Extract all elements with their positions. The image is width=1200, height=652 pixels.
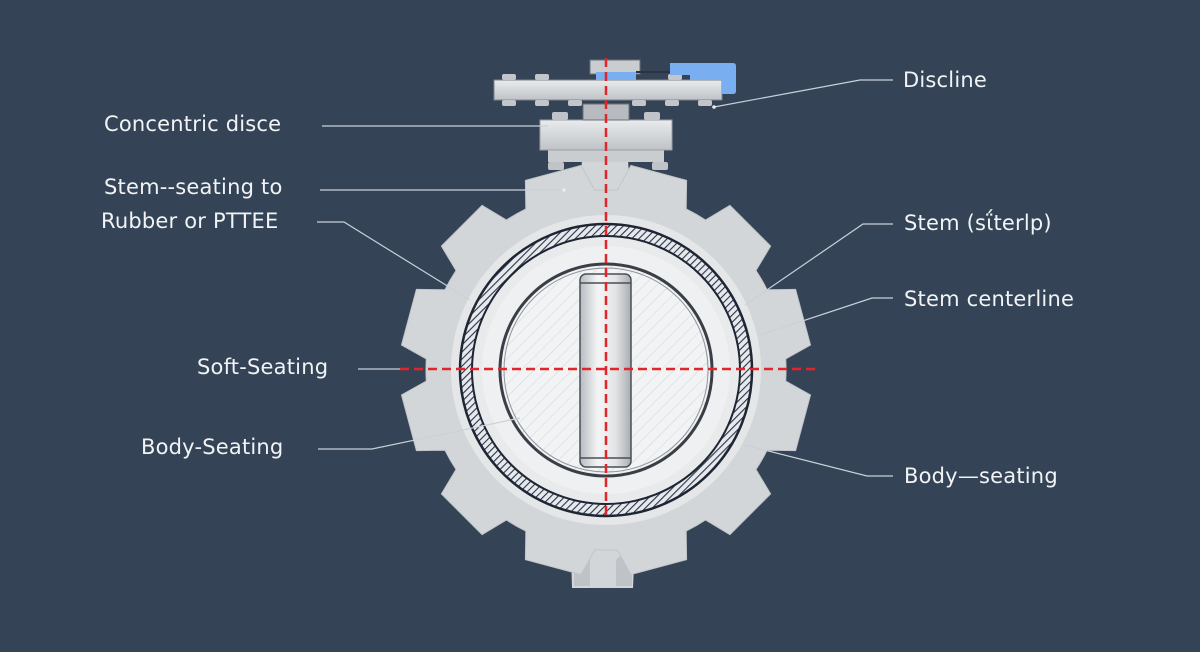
label-soft-seating: Soft-Seating [197, 355, 329, 379]
top-flange [539, 103, 673, 170]
label-discline: Discline [903, 68, 987, 92]
leader-body-seating-right [744, 444, 893, 477]
leader-stem-centerline [759, 297, 893, 336]
label-body-seating-right: Body—seating [904, 464, 1058, 488]
leader-lines [317, 79, 893, 477]
leader-discline [713, 79, 893, 108]
label-stem-seating: Stem--seating to [104, 175, 283, 199]
leader-body-seating-left [318, 417, 521, 450]
actuator-plate [493, 59, 736, 106]
leader-rubber-ptfe [317, 221, 471, 301]
label-stem-centerline: Stem centerline [904, 287, 1075, 311]
label-concentric-disc: Concentric disce [104, 112, 282, 136]
label-stem-siterlp: Stem (sΐterlp) [904, 211, 1052, 235]
label-rubber-ptfe: Rubber or PTTEE [101, 209, 279, 233]
label-body-seating-left: Body-Seating [141, 435, 284, 459]
leader-stem-siterlp [744, 223, 893, 306]
